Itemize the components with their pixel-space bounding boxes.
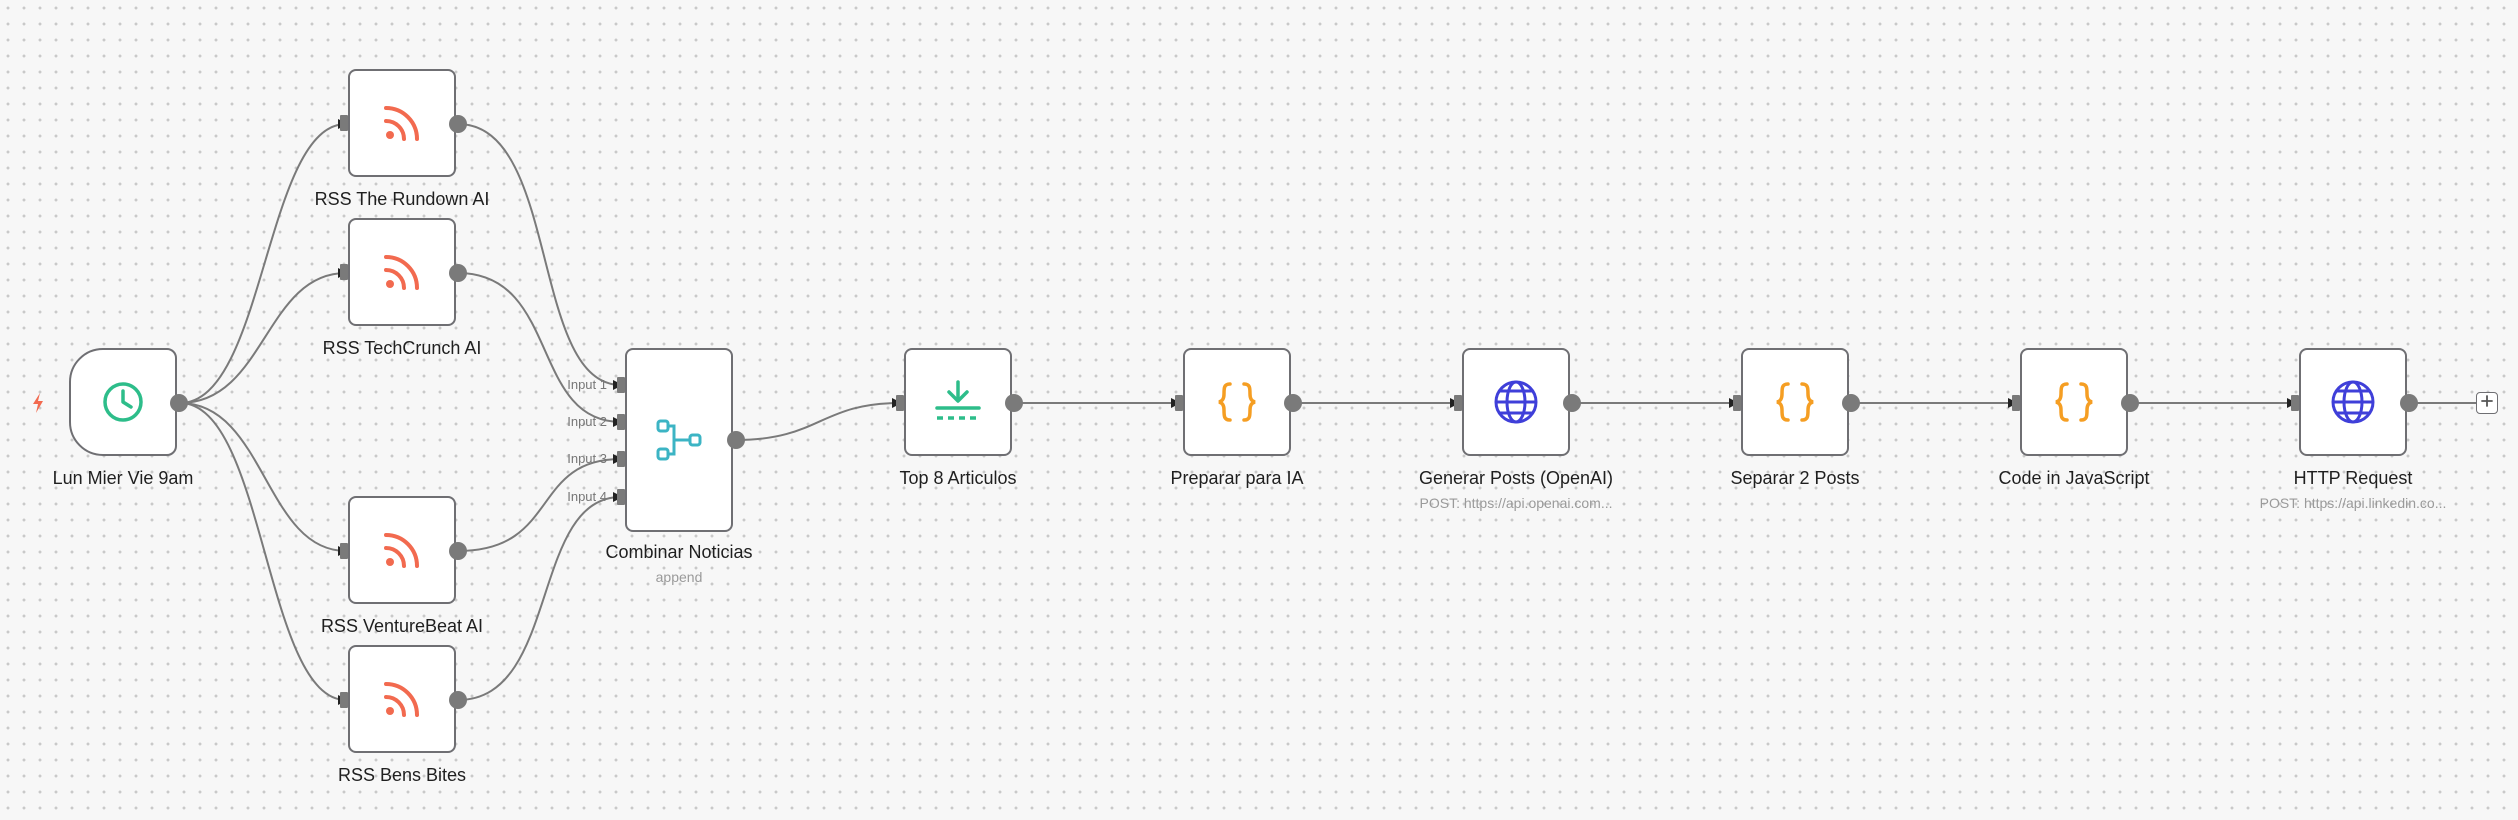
input-handle-merge-2[interactable] [617,414,625,430]
output-handle-schedule[interactable] [170,394,188,412]
clock-icon [101,380,145,424]
node-label-rss-venturebeat: RSS VentureBeat AI [320,616,484,636]
add-node-button[interactable] [2476,392,2498,414]
globe-icon [2329,378,2377,426]
output-handle-top8[interactable] [1005,394,1023,412]
code-braces-icon [1771,378,1819,426]
merge-input-label-2: Input 2 [567,414,607,429]
edge-schedule-rundown [179,119,348,404]
node-generar-posts[interactable] [1462,348,1570,456]
node-top8-articulos[interactable] [904,348,1012,456]
edge-schedule-venturebeat [179,402,348,556]
node-rss-bens[interactable] [348,645,456,753]
merge-input-label-4: Input 4 [567,489,607,504]
node-subtitle-http: POST: https://api.linkedin.co... [2259,495,2447,511]
merge-input-label-3: Input 3 [567,451,607,466]
input-handle-top8[interactable] [896,395,904,411]
node-code-javascript[interactable] [2020,348,2128,456]
limit-icon [934,380,982,424]
node-label-separar: Separar 2 Posts [1730,468,1860,488]
node-preparar-ia[interactable] [1183,348,1291,456]
rss-icon [382,530,422,570]
edge-merge-top8 [735,398,902,441]
node-http-request[interactable] [2299,348,2407,456]
output-handle-generar[interactable] [1563,394,1581,412]
input-handle-separar[interactable] [1733,395,1741,411]
node-label-rss-rundown: RSS The Rundown AI [314,189,490,209]
output-handle-code[interactable] [2121,394,2139,412]
plus-icon [2481,394,2493,412]
edge-techcrunch-merge [457,272,623,427]
input-handle-rss-rundown[interactable] [340,115,348,131]
node-label-schedule: Lun Mier Vie 9am [52,468,194,488]
input-handle-http[interactable] [2291,395,2299,411]
node-merge-combinar[interactable] [625,348,733,532]
node-rss-rundown[interactable] [348,69,456,177]
node-label-merge: Combinar Noticias [605,542,753,562]
input-handle-merge-4[interactable] [617,489,625,505]
code-braces-icon [2050,378,2098,426]
input-handle-code[interactable] [2012,395,2020,411]
node-rss-techcrunch[interactable] [348,218,456,326]
input-handle-generar[interactable] [1454,395,1462,411]
rss-icon [382,103,422,143]
rss-icon [382,252,422,292]
input-handle-rss-venturebeat[interactable] [340,543,348,559]
node-label-top8: Top 8 Articulos [899,468,1017,488]
code-braces-icon [1213,378,1261,426]
node-label-rss-bens: RSS Bens Bites [337,765,467,785]
input-handle-merge-3[interactable] [617,451,625,467]
edge-venturebeat-merge [457,454,623,552]
node-label-rss-techcrunch: RSS TechCrunch AI [322,338,482,358]
output-handle-preparar[interactable] [1284,394,1302,412]
output-handle-rss-bens[interactable] [449,691,467,709]
node-label-code: Code in JavaScript [1998,468,2150,488]
edge-bens-merge [457,492,623,701]
node-label-generar: Generar Posts (OpenAI) [1418,468,1614,488]
edge-rundown-merge [457,123,623,390]
merge-icon [654,415,704,465]
input-handle-rss-techcrunch[interactable] [340,264,348,280]
node-subtitle-merge: append [655,569,703,585]
lightning-bolt-icon [33,393,43,413]
input-handle-preparar[interactable] [1175,395,1183,411]
input-handle-merge-1[interactable] [617,377,625,393]
output-handle-rss-venturebeat[interactable] [449,542,467,560]
output-handle-separar[interactable] [1842,394,1860,412]
output-handle-merge[interactable] [727,431,745,449]
edge-schedule-techcrunch [179,268,348,404]
rss-icon [382,679,422,719]
node-label-preparar: Preparar para IA [1170,468,1304,488]
globe-icon [1492,378,1540,426]
merge-input-label-1: Input 1 [567,377,607,392]
output-handle-rss-techcrunch[interactable] [449,264,467,282]
node-label-http: HTTP Request [2293,468,2413,488]
output-handle-rss-rundown[interactable] [449,115,467,133]
input-handle-rss-bens[interactable] [340,692,348,708]
node-schedule-trigger[interactable] [69,348,177,456]
edge-schedule-bens [179,402,348,705]
output-handle-http[interactable] [2400,394,2418,412]
node-rss-venturebeat[interactable] [348,496,456,604]
node-separar-posts[interactable] [1741,348,1849,456]
node-subtitle-generar: POST: https://api.openai.com... [1419,495,1613,511]
